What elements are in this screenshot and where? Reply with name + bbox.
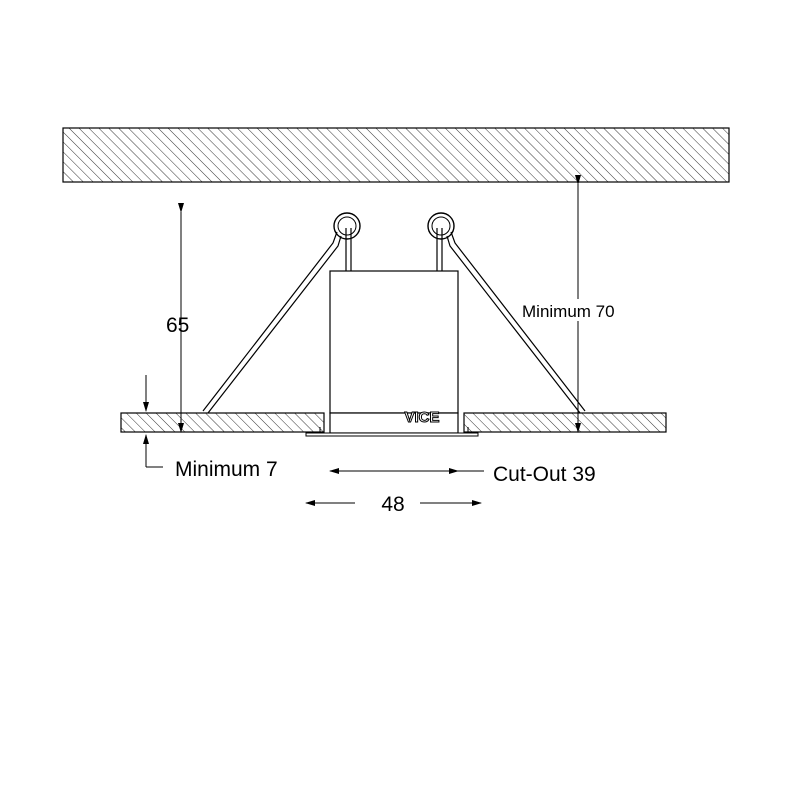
ceiling-slab xyxy=(62,127,730,183)
ceiling-board xyxy=(120,412,667,433)
vice-logo: VICE xyxy=(404,409,440,427)
clearance-label: Minimum 70 xyxy=(522,302,615,321)
dimension-thickness: Minimum 7 xyxy=(143,375,278,481)
dimension-cutout: Cut-Out 39 xyxy=(329,463,596,486)
dimension-clearance: Minimum 70 xyxy=(518,175,636,433)
diameter-label: 48 xyxy=(381,493,404,516)
dimension-diameter: 48 xyxy=(305,493,482,516)
svg-text:VICE: VICE xyxy=(404,409,439,426)
height-label: 65 xyxy=(166,314,189,337)
right-spring-clip xyxy=(427,212,586,414)
downlight-body xyxy=(305,270,479,437)
thickness-label: Minimum 7 xyxy=(175,458,278,481)
left-spring-clip xyxy=(202,212,361,414)
dimension-height: 65 xyxy=(166,203,189,433)
cutout-label: Cut-Out 39 xyxy=(493,463,596,486)
